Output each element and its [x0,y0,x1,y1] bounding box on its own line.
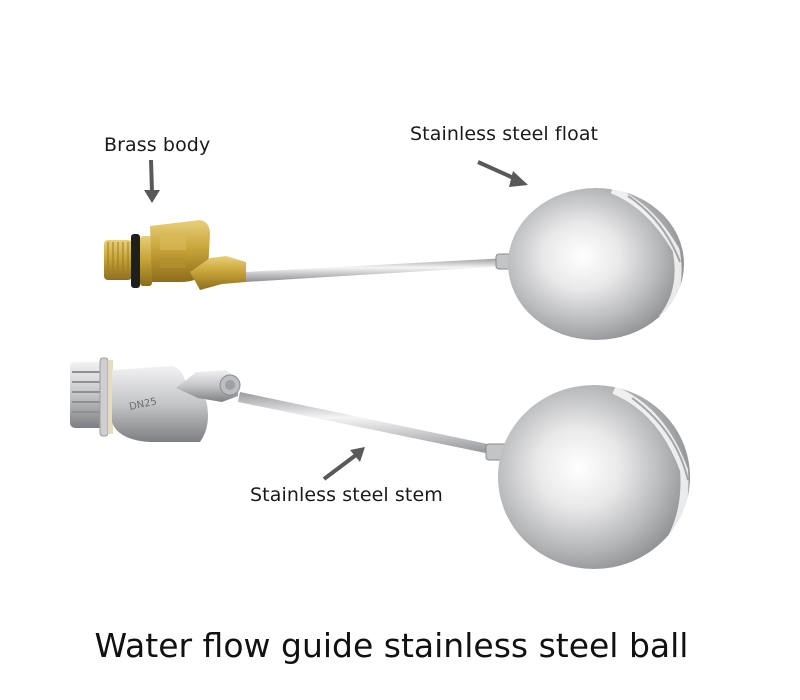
float-ball-top [508,188,684,340]
float-ball-bottom [498,385,690,569]
arrow-icon-stem [322,447,365,481]
float-label: Stainless steel float [410,123,599,145]
stem-rod-top [245,258,508,282]
steel-float-valve: DN25 [70,357,690,569]
arrow-icon-float [477,160,528,187]
arrow-icon-brass [144,159,160,203]
brass-float-valve [104,186,684,340]
brass-body-label: Brass body [104,134,211,156]
stem-rod-bottom [238,392,502,456]
stem-label: Stainless steel stem [250,484,443,506]
caption-title: Water flow guide stainless steel ball [94,626,689,665]
